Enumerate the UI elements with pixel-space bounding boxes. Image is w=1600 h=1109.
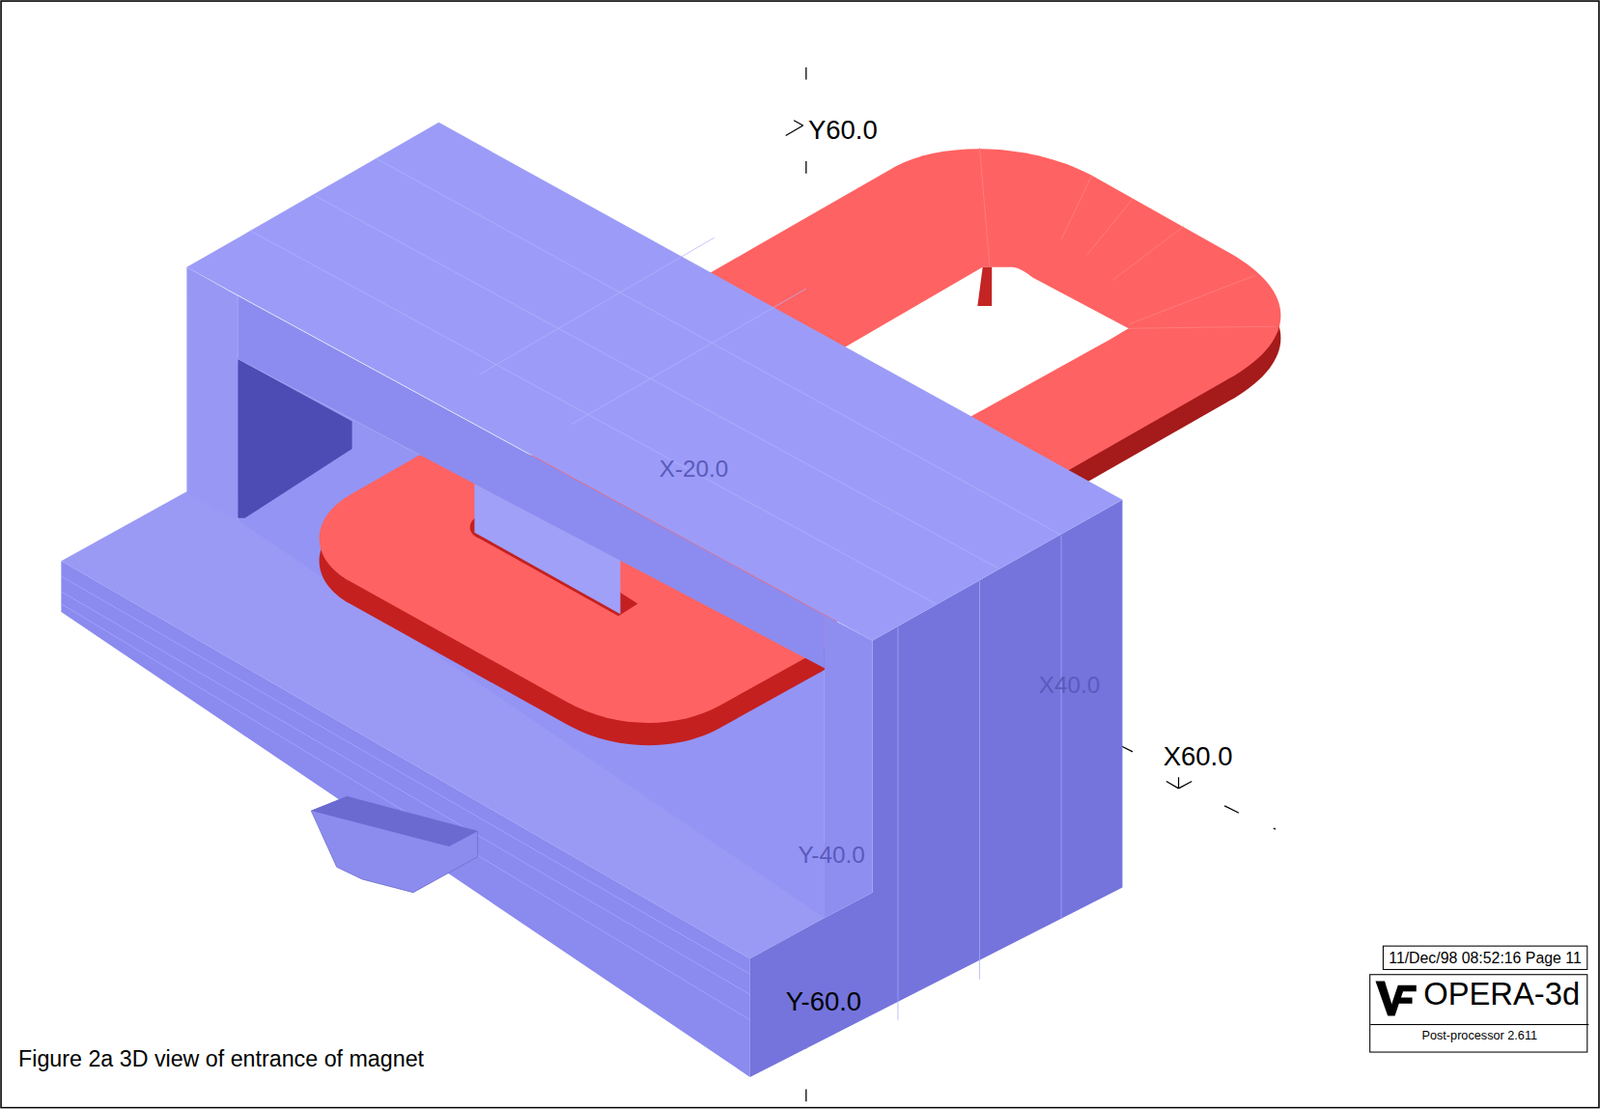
mesh-line (479, 237, 715, 375)
figure-caption: Figure 2a 3D view of entrance of magnet (18, 1047, 424, 1073)
axis-triad (1178, 777, 1179, 789)
axis-tick (1224, 806, 1239, 814)
axis-tick (805, 161, 807, 174)
product-name: OPERA-3d (1423, 977, 1580, 1012)
axis-triad (1166, 781, 1179, 788)
vf-logo (1375, 982, 1417, 1017)
version-text: Post-processor 2.611 (1370, 1024, 1589, 1043)
logo-f (1387, 985, 1417, 1017)
axis-label: X40.0 (1038, 672, 1101, 699)
mesh-line (1061, 535, 1063, 919)
mesh-line (312, 195, 998, 569)
axis-tick (805, 1090, 807, 1103)
mesh-line (897, 627, 899, 1021)
timestamp-box: 11/Dec/98 08:52:16 Page 11 (1382, 946, 1588, 971)
mesh-line (979, 581, 981, 980)
top-arm-top (186, 122, 1123, 642)
axis-label: Y60.0 (808, 114, 878, 144)
axis-label: Y-60.0 (785, 987, 862, 1017)
mesh-line (571, 288, 807, 425)
mesh-line (979, 147, 990, 268)
iron-yoke-front (186, 122, 1123, 919)
beam-snout (310, 796, 478, 893)
mesh-line (1061, 175, 1093, 241)
right-leg (824, 615, 873, 919)
timestamp-text: 11/Dec/98 08:52:16 Page 11 (1388, 950, 1581, 967)
axis-triad (1178, 781, 1193, 788)
axis-label: X-20.0 (659, 455, 730, 482)
mesh-line (250, 230, 936, 605)
mesh-line (375, 158, 1061, 535)
axis-triad (785, 125, 804, 137)
axis-label: Y-40.0 (797, 842, 865, 870)
mesh-line (1086, 198, 1133, 255)
axis-triad (793, 120, 804, 126)
axis-tick (805, 67, 807, 81)
snout-opening (310, 796, 478, 847)
mesh-line (1128, 275, 1256, 325)
yoke-mesh (250, 158, 1061, 605)
mesh-line (1112, 226, 1184, 281)
axis-tick (1273, 828, 1276, 830)
coil-inner-wall (977, 267, 992, 307)
left-leg (186, 267, 238, 521)
mesh-line (1128, 326, 1276, 329)
software-badge: OPERA-3dPost-processor 2.611 (1369, 974, 1588, 1053)
axis-label: X60.0 (1163, 741, 1234, 771)
